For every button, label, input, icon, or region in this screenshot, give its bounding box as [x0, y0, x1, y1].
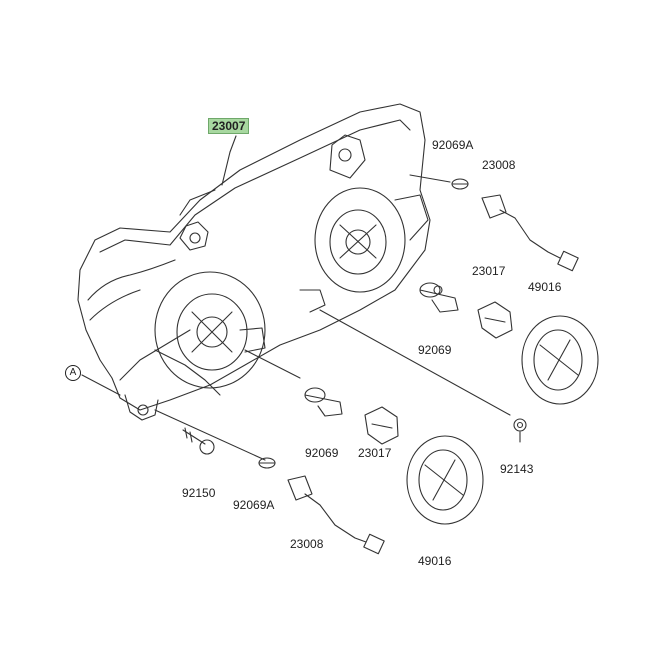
part-label-92143[interactable]: 92143	[500, 462, 534, 476]
part-label-92069a-top[interactable]: 92069A	[432, 138, 474, 152]
part-label-23017-right[interactable]: 23017	[472, 264, 506, 278]
cap-right-49016	[521, 315, 599, 405]
axis-line-bottom	[154, 409, 266, 461]
grommet-92143	[513, 418, 527, 432]
left-reflector	[154, 271, 266, 396]
part-label-49016-right[interactable]: 49016	[528, 280, 562, 294]
socket-bottom	[287, 475, 385, 555]
part-label-92069a-bottom[interactable]: 92069A	[233, 498, 275, 512]
cap-bottom-49016	[406, 435, 484, 525]
headlight-housing	[77, 103, 431, 421]
part-label-23008-top[interactable]: 23008	[482, 158, 516, 172]
part-label-92150[interactable]: 92150	[182, 486, 216, 500]
part-label-23017-lower[interactable]: 23017	[358, 446, 392, 460]
right-reflector	[299, 187, 429, 313]
part-label-49016-bottom[interactable]: 49016	[418, 554, 452, 568]
leader-23007	[221, 135, 237, 186]
part-label-92069-lower[interactable]: 92069	[305, 446, 339, 460]
part-label-23007[interactable]: 23007	[208, 118, 250, 134]
axis-line-a	[81, 374, 121, 396]
bulb-lower-92069	[304, 387, 343, 417]
axis-line-lower	[244, 349, 301, 379]
reference-marker-a: A	[65, 365, 81, 381]
socket-lower-23017	[364, 406, 399, 445]
axis-line-top	[409, 174, 451, 183]
part-label-92069-mid[interactable]: 92069	[418, 343, 452, 357]
part-label-23008-bottom[interactable]: 23008	[290, 537, 324, 551]
socket-top	[481, 194, 579, 272]
axis-line-right	[319, 309, 511, 416]
bulb-right-92069	[419, 282, 459, 313]
bolt-92150	[182, 427, 215, 455]
socket-right-23017	[477, 301, 513, 339]
bulb-small-top	[451, 178, 469, 190]
bulb-small-bottom	[258, 457, 276, 469]
